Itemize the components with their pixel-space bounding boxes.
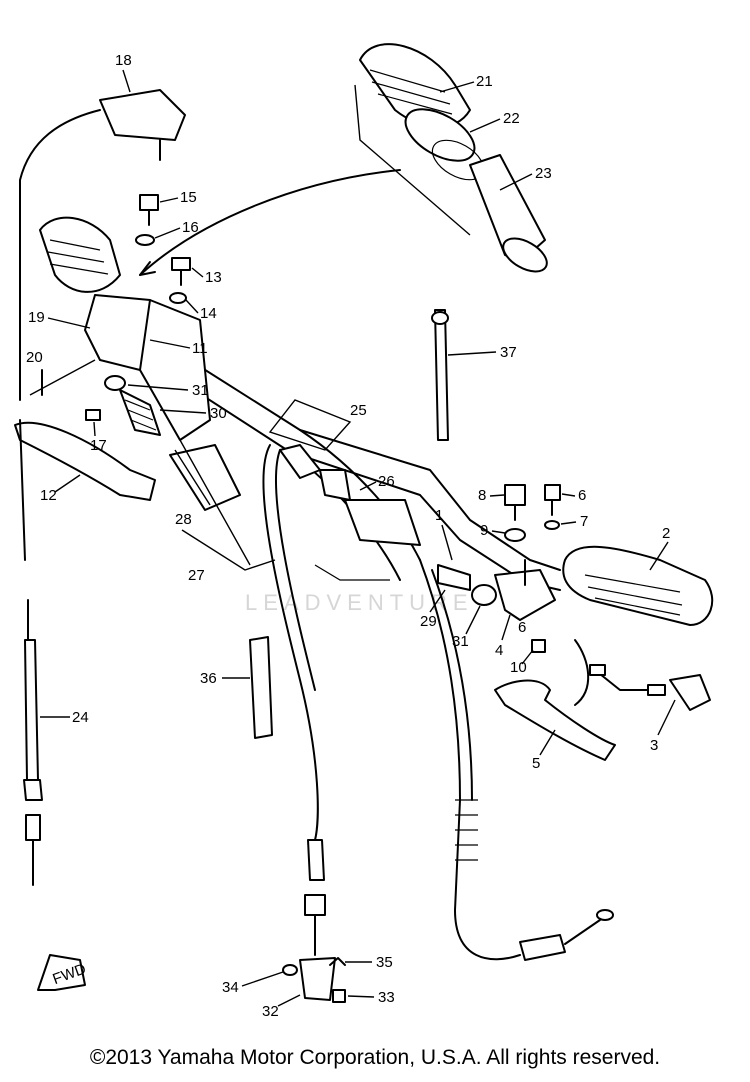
- callout-14: 14: [200, 305, 217, 322]
- left-grip: [39, 216, 121, 293]
- callout-27: 27: [188, 567, 205, 584]
- callout-19: 19: [28, 309, 45, 326]
- callout-16: 16: [182, 219, 199, 236]
- callout-21: 21: [476, 73, 493, 90]
- callout-28: 28: [175, 511, 192, 528]
- callout-3: 3: [650, 737, 658, 754]
- lever-holder-4: [494, 559, 556, 621]
- callout-4: 4: [495, 642, 503, 659]
- callout-34: 34: [222, 979, 239, 996]
- bolts-6-10: [504, 484, 561, 653]
- callout-35: 35: [376, 954, 393, 971]
- copyright-notice: ©2013 Yamaha Motor Corporation, U.S.A. A…: [89, 1046, 661, 1069]
- callout-1: 1: [435, 507, 443, 524]
- callout-26: 26: [378, 473, 395, 490]
- callout-30: 30: [210, 405, 227, 422]
- callout-36: 36: [200, 670, 217, 687]
- callout-29: 29: [420, 613, 437, 630]
- right-grip-2: [562, 545, 714, 626]
- callout-32: 32: [262, 1003, 279, 1020]
- callout-6: 6: [578, 487, 586, 504]
- callout-9: 9: [480, 522, 488, 539]
- callout-6b: 6: [518, 619, 526, 636]
- throttle-cable-24: [19, 419, 43, 886]
- callout-15: 15: [180, 189, 197, 206]
- washer-22: [404, 108, 476, 162]
- brake-cable-25: [262, 399, 421, 841]
- callouts: 1 2 3 4 5 6 7 8 9 6 10 11 12 13 14 15 16…: [26, 52, 676, 1020]
- switch-3: [574, 639, 711, 711]
- small-fasteners-left: [41, 194, 191, 421]
- callout-31a: 31: [192, 382, 209, 399]
- callout-8: 8: [478, 487, 486, 504]
- ref-bracket-21-23: [354, 84, 471, 236]
- cable-bracket-32: [282, 957, 346, 1003]
- callout-37: 37: [500, 344, 517, 361]
- callout-17: 17: [90, 437, 107, 454]
- left-lever: [14, 421, 156, 501]
- callout-12: 12: [40, 487, 57, 504]
- callout-22: 22: [503, 110, 520, 127]
- clutch-cable-lower: [304, 839, 326, 956]
- tie-strap-36: [249, 636, 273, 739]
- callout-24: 24: [72, 709, 89, 726]
- adjuster-29-31: [437, 564, 497, 606]
- callout-2: 2: [662, 525, 670, 542]
- callout-20: 20: [26, 349, 43, 366]
- callout-25: 25: [350, 402, 367, 419]
- cable-18-housing: [19, 89, 186, 401]
- tie-strap-37: [431, 309, 449, 441]
- hose-lower: [419, 559, 614, 961]
- callout-11: 11: [192, 340, 208, 357]
- arrow-to-left-grip: [139, 169, 401, 276]
- callout-5: 5: [532, 755, 540, 772]
- front-brake-lever-5: [494, 679, 616, 761]
- callout-18: 18: [115, 52, 132, 69]
- left-switch-housing: [84, 294, 211, 441]
- callout-33: 33: [378, 989, 395, 1006]
- throttle-tube-23: [469, 154, 548, 273]
- callout-7: 7: [580, 513, 588, 530]
- lever-holder-28: [169, 444, 241, 511]
- callout-31b: 31: [452, 633, 469, 650]
- callout-23: 23: [535, 165, 552, 182]
- ref-line-20: [29, 359, 96, 396]
- ref-box-27: [174, 439, 251, 566]
- callout-13: 13: [205, 269, 222, 286]
- ref-box-27b: [181, 529, 276, 571]
- cable-adjuster-30: [119, 389, 161, 436]
- fwd-arrow: FWD: [37, 954, 88, 991]
